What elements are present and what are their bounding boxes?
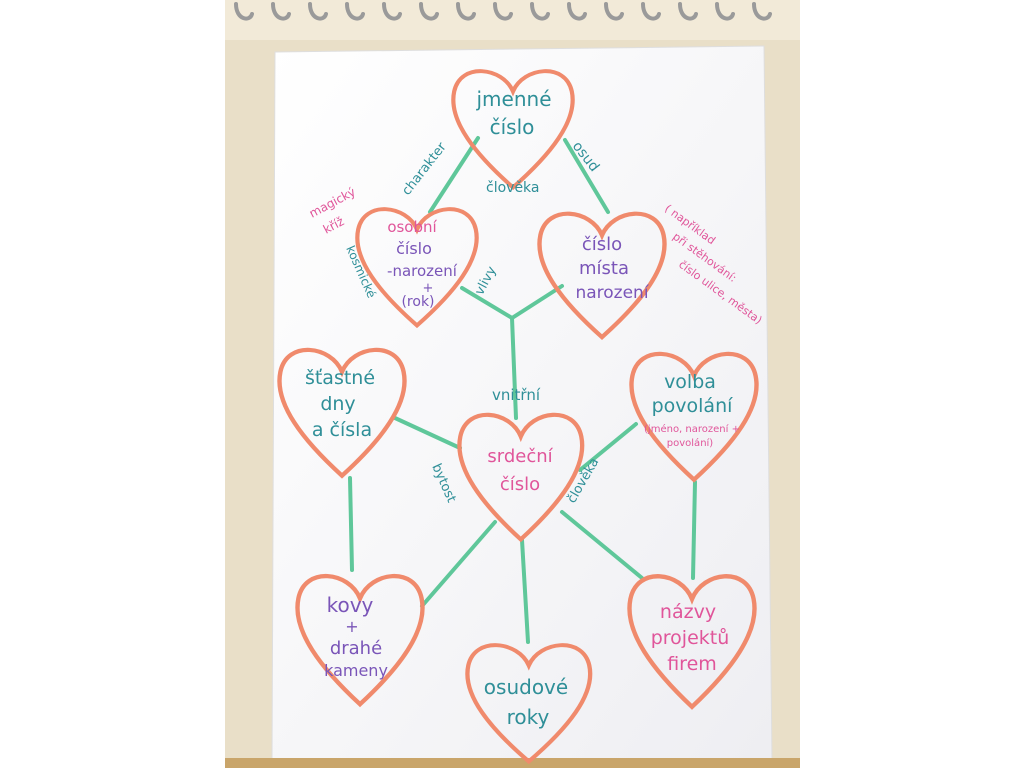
connector-line xyxy=(420,520,497,608)
connector-line xyxy=(428,136,480,214)
connector-line xyxy=(563,138,610,214)
node-srdecni-line2: číslo xyxy=(500,474,540,495)
node-stastne-line3: a čísla xyxy=(312,419,372,441)
node-jmenne-line2: číslo xyxy=(490,115,535,139)
node-jmenne-line1: jmenné xyxy=(476,87,552,111)
connector-line xyxy=(393,416,462,450)
connector-line xyxy=(510,316,518,420)
connector-line xyxy=(348,476,354,572)
node-volba-note1: (jméno, narození + xyxy=(644,423,740,435)
node-kovy-line2: drahé xyxy=(330,638,382,659)
node-osobni-line1: osobní xyxy=(387,218,437,236)
node-osobni-line3: -narození xyxy=(387,262,458,280)
node-stastne-line2: dny xyxy=(320,393,355,415)
connector-line xyxy=(520,538,530,644)
connector-line xyxy=(560,510,644,580)
node-volba-line2: povolání xyxy=(652,395,734,417)
connector-line xyxy=(578,422,638,472)
spiral-binding xyxy=(234,2,772,21)
node-stastne-line1: šťastné xyxy=(305,367,375,389)
node-osudove-line1: osudové xyxy=(484,675,568,699)
edge-label-cloveka-top: člověka xyxy=(486,180,540,196)
node-volba-line1: volba xyxy=(664,371,716,393)
node-nazvy-line3: firem xyxy=(667,653,717,675)
node-mista-line3: narození xyxy=(575,283,649,303)
node-volba-note2: povolání) xyxy=(667,437,714,449)
node-nazvy-line1: názvy xyxy=(660,601,716,623)
node-mista-line1: číslo xyxy=(582,234,622,255)
node-osobni-plus: + xyxy=(423,281,434,296)
edge-label-vnitrni: vnitřní xyxy=(492,386,541,404)
node-osobni-line2: číslo xyxy=(396,239,432,258)
node-kovy-plus: + xyxy=(345,617,358,636)
node-osobni-line4: (rok) xyxy=(401,294,434,310)
connector-lines xyxy=(348,136,697,644)
node-mista-line2: místa xyxy=(579,258,629,279)
node-nazvy-line2: projektů xyxy=(651,627,730,649)
node-osudove-line2: roky xyxy=(507,705,550,729)
connector-line xyxy=(691,480,697,580)
node-kovy-line3: kameny xyxy=(324,661,388,680)
node-kovy-line1: kovy xyxy=(327,593,374,617)
node-srdecni-line1: srdeční xyxy=(487,446,553,467)
